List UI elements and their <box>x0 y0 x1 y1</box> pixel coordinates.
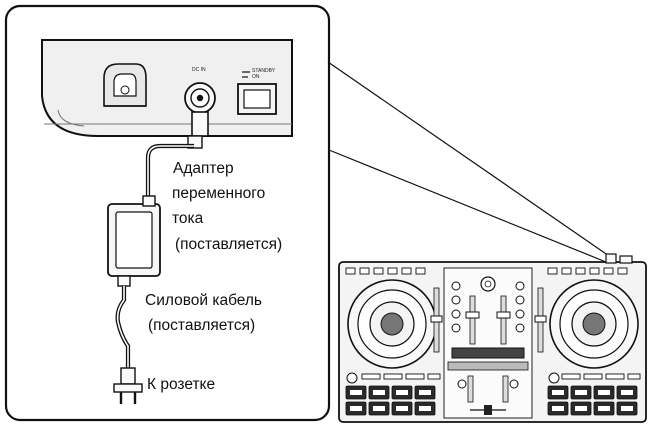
on-mark: ON <box>252 74 260 80</box>
adapter-label-line2: переменного <box>172 185 266 202</box>
mains-plug-icon <box>113 367 143 404</box>
power-cable <box>115 286 131 368</box>
outlet-label: К розетке <box>147 376 216 393</box>
dc-in-mark: DC IN <box>192 67 206 73</box>
ac-adapter <box>107 195 161 287</box>
device-rear-panel <box>41 39 293 137</box>
adapter-label-line1: Адаптер <box>173 160 234 177</box>
adapter-label-line3: тока <box>172 210 204 227</box>
dj-controller <box>338 253 647 423</box>
adapter-label-line4: (поставляется) <box>175 236 283 253</box>
callout-lines <box>327 61 613 263</box>
cable-label-line2: (поставляется) <box>148 317 256 334</box>
standby-mark: STANDBY <box>252 68 276 74</box>
cable-label-line1: Силовой кабель <box>145 292 263 309</box>
